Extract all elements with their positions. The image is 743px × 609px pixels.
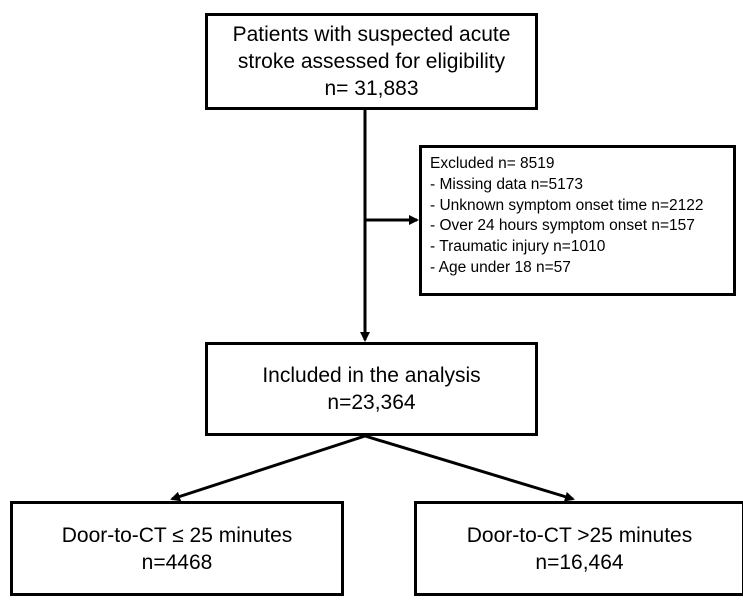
arrow-included-to-left (170, 434, 366, 502)
door-to-ct-under-25-box: Door-to-CT ≤ 25 minutes n=4468 (10, 501, 344, 596)
door-to-ct-under-25-count: n=4468 (141, 550, 213, 574)
excluded-item-over-24-hours: - Over 24 hours symptom onset n=157 (430, 217, 695, 235)
eligibility-line-2: stroke assessed for eligibility (237, 50, 506, 73)
included-label: Included in the analysis (262, 364, 481, 387)
excluded-item-missing-data: - Missing data n=5173 (430, 175, 583, 193)
arrow-included-to-right (364, 434, 575, 502)
excluded-title: Excluded n= 8519 (430, 155, 555, 172)
door-to-ct-over-25-label: Door-to-CT >25 minutes (466, 523, 693, 547)
excluded-item-traumatic-injury: - Traumatic injury n=1010 (430, 238, 606, 256)
eligibility-count: n= 31,883 (324, 77, 419, 100)
included-count: n=23,364 (327, 391, 416, 414)
eligibility-line-1: Patients with suspected acute (232, 23, 511, 46)
door-to-ct-over-25-box: Door-to-CT >25 minutes n=16,464 (414, 501, 743, 596)
excluded-item-age-under-18: - Age under 18 n=57 (430, 258, 571, 276)
eligibility-box: Patients with suspected acute stroke ass… (205, 13, 538, 110)
included-box: Included in the analysis n=23,364 (205, 342, 538, 436)
door-to-ct-under-25-label: Door-to-CT ≤ 25 minutes (61, 523, 293, 547)
excluded-item-unknown-onset: - Unknown symptom onset time n=2122 (430, 196, 704, 214)
excluded-box: Excluded n= 8519 - Missing data n=5173 -… (419, 145, 736, 296)
door-to-ct-over-25-count: n=16,464 (535, 550, 624, 574)
